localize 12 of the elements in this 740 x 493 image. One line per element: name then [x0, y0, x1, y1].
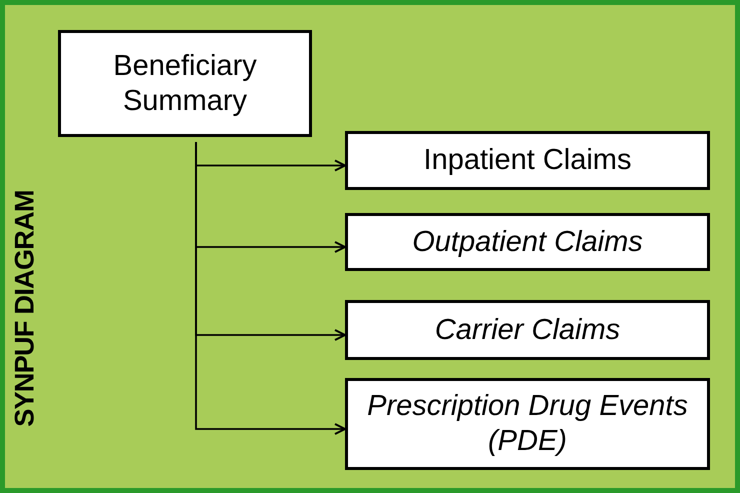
vertical-title: SYNPUF DIAGRAM [12, 189, 38, 429]
box-label: Carrier Claims [434, 312, 622, 348]
box-label: Beneficiary Summary [112, 48, 258, 118]
process-box [58, 30, 312, 137]
process-box [345, 131, 710, 190]
box-label: Outpatient Claims [411, 224, 644, 260]
box-label: Inpatient Claims [422, 143, 632, 178]
process-box [345, 378, 710, 470]
process-box [345, 213, 710, 271]
process-box [345, 300, 710, 360]
box-label: Prescription Drug Events (PDE) [366, 389, 689, 459]
arrow [195, 142, 346, 435]
